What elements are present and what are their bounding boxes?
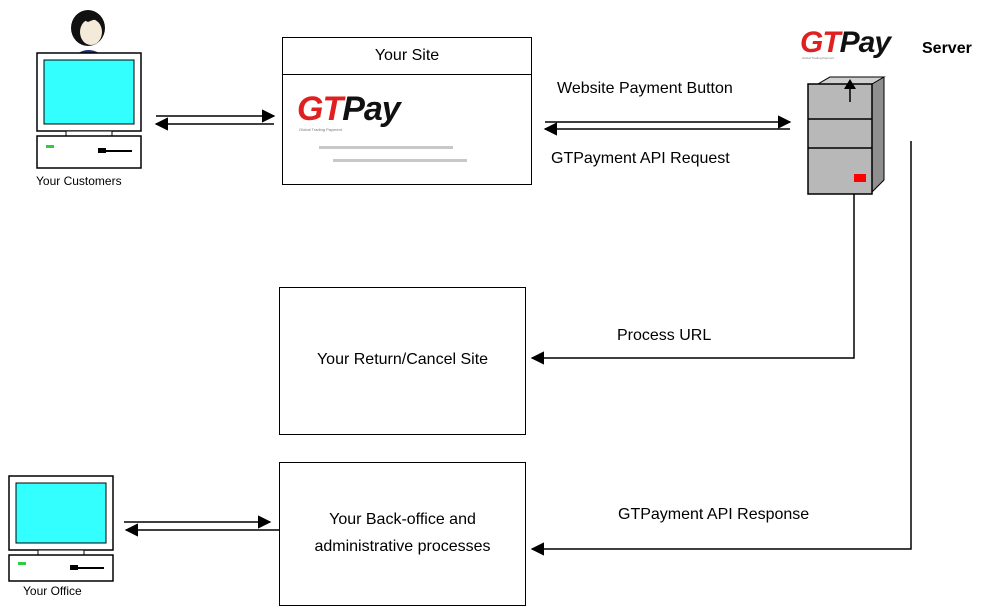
site-placeholder-line-2 — [333, 159, 467, 162]
server-label: Server — [922, 40, 972, 57]
server-gtpay-logo: GTPay Global Trading Payment — [800, 26, 891, 60]
site-gtpay-logo: GTPay Global Trading Payment — [297, 90, 401, 132]
return-cancel-site-box: Your Return/Cancel Site — [279, 287, 526, 435]
your-site-header: Your Site — [283, 38, 531, 75]
process-url-connector — [530, 193, 855, 365]
back-office-label-line1: Your Back-office and — [329, 511, 476, 528]
your-site-box: Your Site GTPay Global Trading Payment — [282, 37, 532, 185]
back-office-box: Your Back-office and administrative proc… — [279, 462, 526, 606]
process-url-label: Process URL — [617, 327, 712, 344]
office-label: Your Office — [23, 584, 82, 598]
customer-computer-icon — [36, 52, 142, 169]
office-computer-icon — [8, 475, 114, 582]
api-response-label: GTPayment API Response — [618, 506, 810, 523]
back-office-label-line2: administrative processes — [314, 538, 491, 555]
server-tower-icon — [807, 76, 886, 195]
customers-label: Your Customers — [36, 174, 122, 188]
site-placeholder-line-1 — [319, 146, 453, 149]
return-cancel-site-label: Your Return/Cancel Site — [316, 351, 489, 368]
api-response-connector — [530, 141, 912, 556]
your-site-title: Your Site — [374, 47, 440, 64]
website-payment-button-label: Website Payment Button — [557, 80, 733, 97]
api-request-label: GTPayment API Request — [551, 150, 730, 167]
person-icon — [71, 10, 106, 58]
